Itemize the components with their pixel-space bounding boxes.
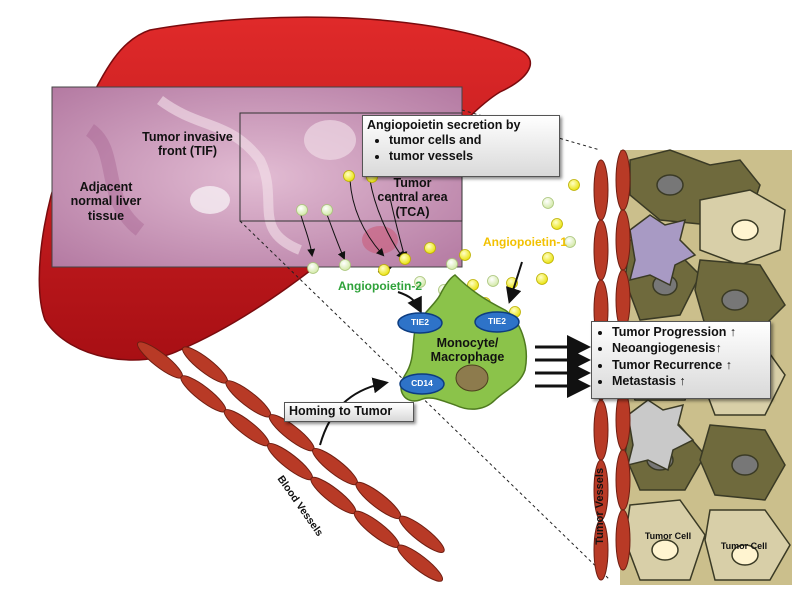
outcome-item: Tumor Recurrence ↑: [612, 357, 766, 373]
label-macrophage: Monocyte/ Macrophage: [430, 336, 505, 365]
label-normal-liver: Adjacent normal liver tissue: [70, 180, 142, 223]
label-angiopoietin-2: Angiopoietin-2: [338, 279, 422, 293]
outcomes-box: Tumor Progression ↑ Neoangiogenesis↑ Tum…: [591, 321, 771, 399]
label-tca: Tumor central area (TCA): [377, 176, 448, 219]
blood-vessels: [137, 341, 445, 582]
outcome-item: Tumor Progression ↑: [612, 324, 766, 340]
cd14-receptor: [399, 373, 445, 395]
label-tie2-right: TIE2: [488, 316, 506, 326]
secretion-box: Angiopoietin secretion by tumor cells an…: [362, 115, 560, 177]
zoom-line-bottom: [239, 220, 611, 581]
outcome-arrows: [535, 335, 591, 398]
macrophage-nucleus: [455, 364, 489, 392]
outcome-item: Metastasis ↑: [612, 373, 766, 389]
label-tumor-vessels: Tumor Vessels: [594, 467, 607, 545]
label-tie2-left: TIE2: [411, 317, 429, 327]
infiltrating-macrophage-1: [628, 214, 697, 287]
label-cd14: CD14: [411, 378, 433, 388]
secretion-item-1: tumor cells and: [389, 132, 555, 148]
label-tumor-cell-2: Tumor Cell: [720, 541, 768, 551]
homing-box: Homing to Tumor: [284, 402, 414, 422]
tie2-receptor-right: [474, 311, 520, 333]
label-tumor-cell-1: Tumor Cell: [644, 531, 692, 541]
ang1-pointer: [505, 261, 523, 304]
label-tif: Tumor invasive front (TIF): [142, 130, 233, 159]
secretion-title: Angiopoietin secretion by: [367, 118, 521, 132]
outcome-item: Neoangiogenesis↑: [612, 340, 766, 356]
ang2-pointer: [397, 291, 422, 314]
secretion-item-2: tumor vessels: [389, 148, 555, 164]
tie2-receptor-left: [397, 312, 443, 334]
label-angiopoietin-1: Angiopoietin-1: [483, 235, 567, 249]
